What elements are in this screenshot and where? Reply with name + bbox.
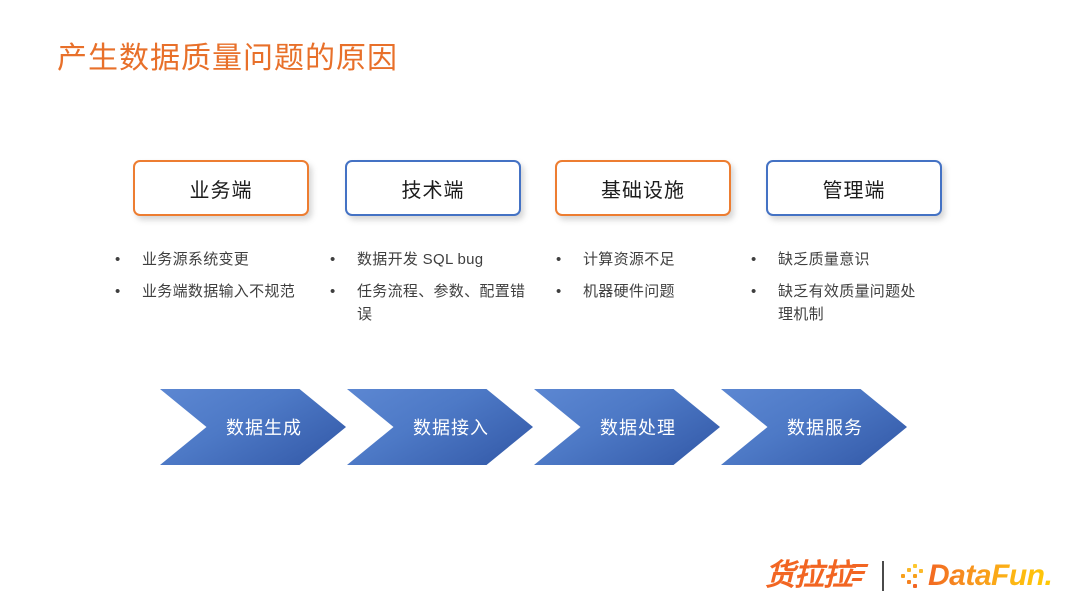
- list-item-text: 缺乏有效质量问题处理机制: [778, 283, 916, 323]
- flow-step-data-processing[interactable]: 数据处理: [534, 389, 720, 465]
- huolala-logo: 货拉拉: [765, 558, 870, 594]
- process-flow: 数据生成 数据接入 数据处理 数据服务: [0, 389, 1080, 469]
- bullet-column-business: • 业务源系统变更 • 业务端数据输入不规范: [112, 248, 312, 312]
- bullet-icon: •: [751, 283, 757, 300]
- list-item: • 计算资源不足: [553, 248, 743, 271]
- list-item: • 任务流程、参数、配置错误: [327, 280, 539, 326]
- list-item-text: 机器硬件问题: [583, 283, 675, 300]
- bullet-column-management: • 缺乏质量意识 • 缺乏有效质量问题处理机制: [748, 248, 928, 335]
- footer-logos: 货拉拉 DataFun.: [765, 552, 1053, 600]
- list-item-text: 业务源系统变更: [142, 251, 250, 268]
- list-item: • 数据开发 SQL bug: [327, 248, 539, 271]
- list-item: • 缺乏有效质量问题处理机制: [748, 280, 928, 326]
- flow-step-data-ingestion[interactable]: 数据接入: [347, 389, 533, 465]
- pixel-dots-icon: [900, 563, 926, 589]
- list-item-text: 数据开发 SQL bug: [357, 251, 484, 268]
- flow-step-data-service[interactable]: 数据服务: [721, 389, 907, 465]
- list-item: • 缺乏质量意识: [748, 248, 928, 271]
- bullet-column-infrastructure: • 计算资源不足 • 机器硬件问题: [553, 248, 743, 312]
- bullet-icon: •: [751, 251, 757, 268]
- flow-step-label: 数据服务: [787, 418, 863, 438]
- bullet-icon: •: [115, 283, 121, 300]
- category-box-infrastructure[interactable]: 基础设施: [555, 160, 731, 216]
- bullet-icon: •: [115, 251, 121, 268]
- flow-step-label: 数据生成: [226, 418, 302, 438]
- bullet-icon: •: [330, 251, 336, 268]
- category-box-label: 管理端: [822, 179, 886, 202]
- huolala-wordmark: 货拉拉: [765, 559, 853, 592]
- list-item: • 机器硬件问题: [553, 280, 743, 303]
- page-title: 产生数据质量问题的原因: [57, 42, 398, 75]
- bullet-icon: •: [556, 283, 562, 300]
- category-box-label: 技术端: [401, 179, 465, 202]
- bullet-icon: •: [330, 283, 336, 300]
- category-box-label: 基础设施: [601, 179, 685, 202]
- speed-lines-icon: [851, 564, 869, 586]
- list-item: • 业务源系统变更: [112, 248, 312, 271]
- bullet-columns: • 业务源系统变更 • 业务端数据输入不规范 • 数据开发 SQL bug • …: [0, 248, 1080, 358]
- bullet-column-technology: • 数据开发 SQL bug • 任务流程、参数、配置错误: [327, 248, 539, 335]
- category-box-row: 业务端 技术端 基础设施 管理端: [0, 160, 1080, 218]
- list-item-text: 缺乏质量意识: [778, 251, 870, 268]
- list-item-text: 业务端数据输入不规范: [142, 283, 296, 300]
- datafun-wordmark: DataFun.: [928, 559, 1053, 592]
- list-item-text: 任务流程、参数、配置错误: [357, 283, 526, 323]
- bullet-icon: •: [556, 251, 562, 268]
- category-box-business[interactable]: 业务端: [133, 160, 309, 216]
- flow-step-label: 数据接入: [413, 418, 489, 438]
- datafun-logo: DataFun.: [900, 559, 1053, 593]
- category-box-label: 业务端: [189, 179, 253, 202]
- list-item-text: 计算资源不足: [583, 251, 675, 268]
- list-item: • 业务端数据输入不规范: [112, 280, 312, 303]
- category-box-technology[interactable]: 技术端: [345, 160, 521, 216]
- category-box-management[interactable]: 管理端: [766, 160, 942, 216]
- flow-step-data-generation[interactable]: 数据生成: [160, 389, 346, 465]
- logo-divider: [882, 561, 884, 591]
- flow-step-label: 数据处理: [600, 418, 676, 438]
